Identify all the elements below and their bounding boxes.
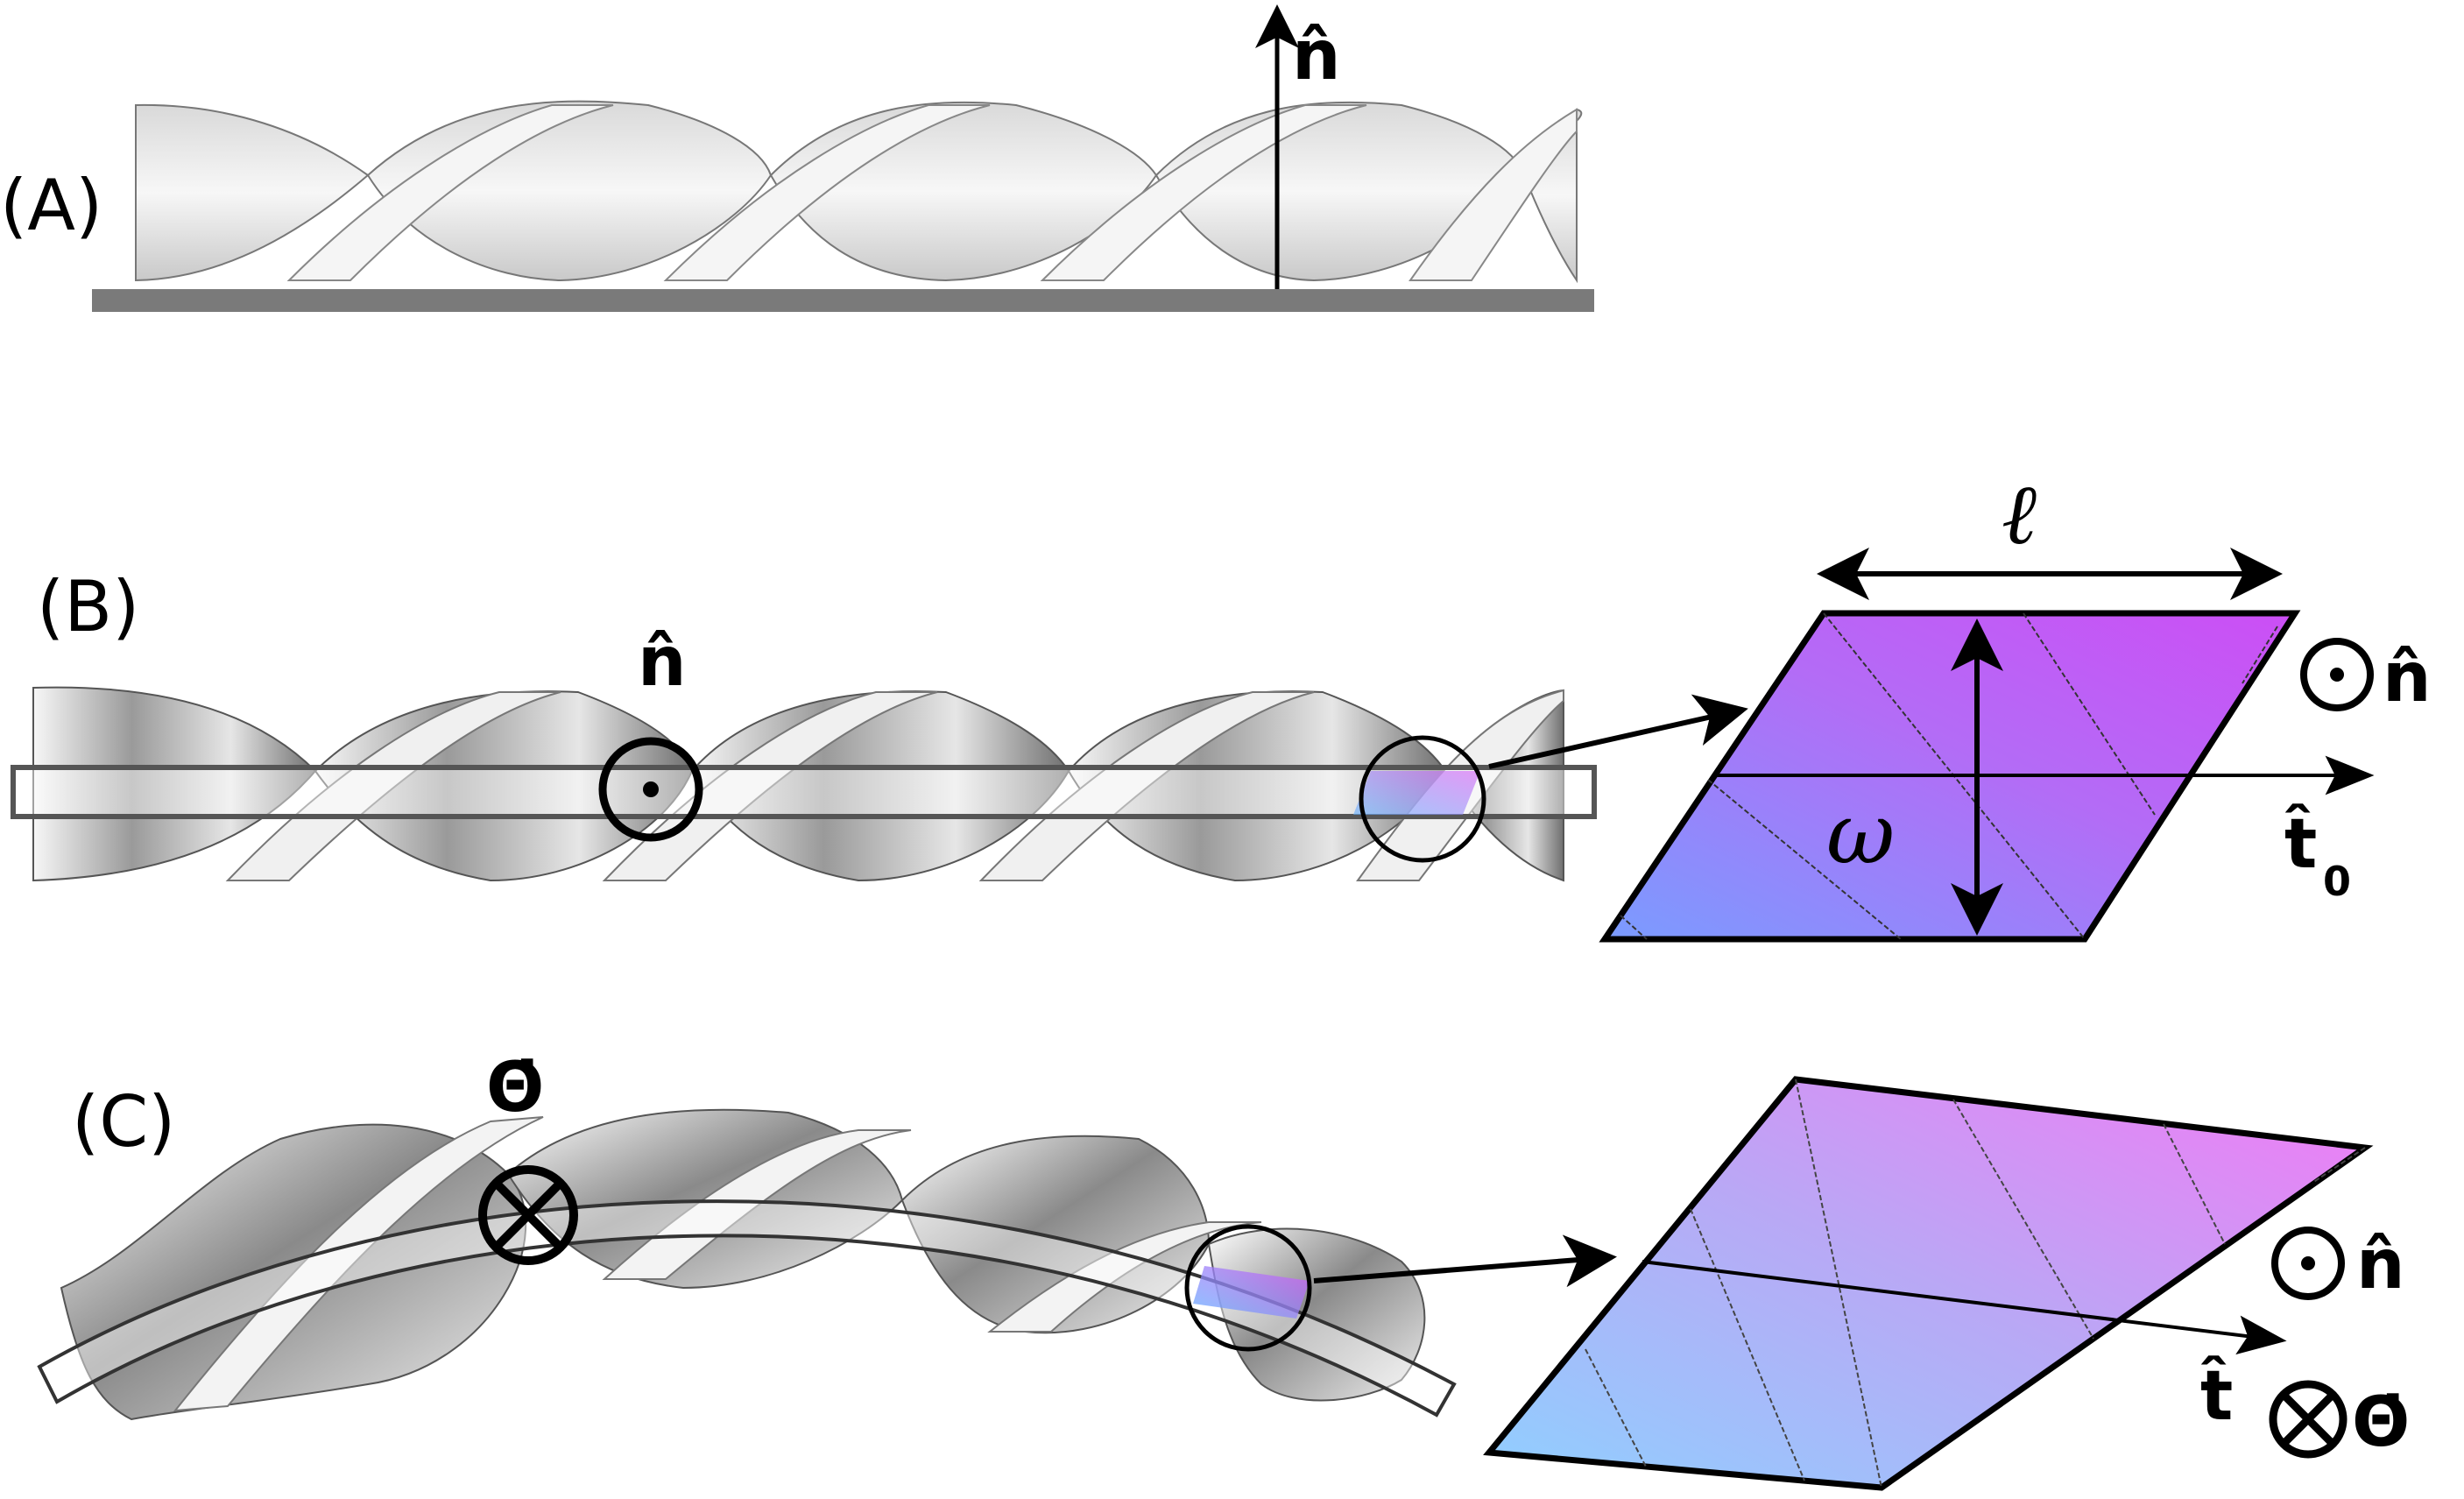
theta-into-page-symbol [478, 1165, 578, 1265]
panel-b-ribbon [11, 686, 1597, 882]
inset-c-theta-label: Θ̇ [2352, 1383, 2410, 1462]
panel-c: (C) Θ̇ [37, 1049, 2410, 1491]
zoom-arrow-c [1313, 1234, 1617, 1288]
inset-c-normal-label: n̂ [2356, 1226, 2405, 1305]
zoom-circle-c [1184, 1224, 1312, 1352]
zoom-circle-b [1359, 735, 1486, 863]
panel-c-label: (C) [72, 1081, 175, 1163]
tangent-label-c: t̂ [2200, 1356, 2233, 1436]
panel-b-mini-patch [1353, 771, 1480, 815]
panel-c-theta-label: Θ̇ [486, 1049, 544, 1128]
inset-c: t̂ n̂ Θ̇ [1483, 1076, 2410, 1491]
inset-b: ℓ ω t̂ 0 n̂ [1599, 465, 2432, 943]
tangent-subscript: 0 [2323, 858, 2351, 905]
tangent-label-b: t̂ [2284, 804, 2317, 884]
zoom-arrow-b [1488, 694, 1748, 769]
tangent-arrow-c [1641, 1260, 2287, 1355]
panel-a-ribbon [135, 100, 1583, 284]
inset-c-theta-symbol [2269, 1380, 2348, 1459]
inset-b-normal-label: n̂ [2383, 639, 2432, 718]
panel-b: (B) n̂ [11, 465, 2432, 943]
panel-a-label: (A) [0, 165, 102, 246]
normal-dot [643, 781, 659, 797]
normal-out-of-page-symbol [598, 737, 703, 842]
inset-c-patch [1483, 1076, 2374, 1491]
panel-b-normal-label: n̂ [638, 623, 687, 702]
panel-a-normal-label: n̂ [1292, 17, 1341, 95]
width-symbol: ω [1826, 785, 1895, 883]
inset-b-normal-symbol [2300, 638, 2374, 711]
panel-a: (A) n̂ [0, 4, 1594, 312]
panel-c-mini-patch [1193, 1266, 1310, 1319]
inset-c-generators [1585, 1078, 2366, 1488]
length-symbol: ℓ [2002, 465, 2037, 563]
panel-b-label: (B) [37, 566, 139, 647]
substrate [92, 289, 1594, 312]
panel-c-ribbon [37, 1108, 1457, 1421]
inset-c-normal-symbol [2271, 1227, 2345, 1300]
